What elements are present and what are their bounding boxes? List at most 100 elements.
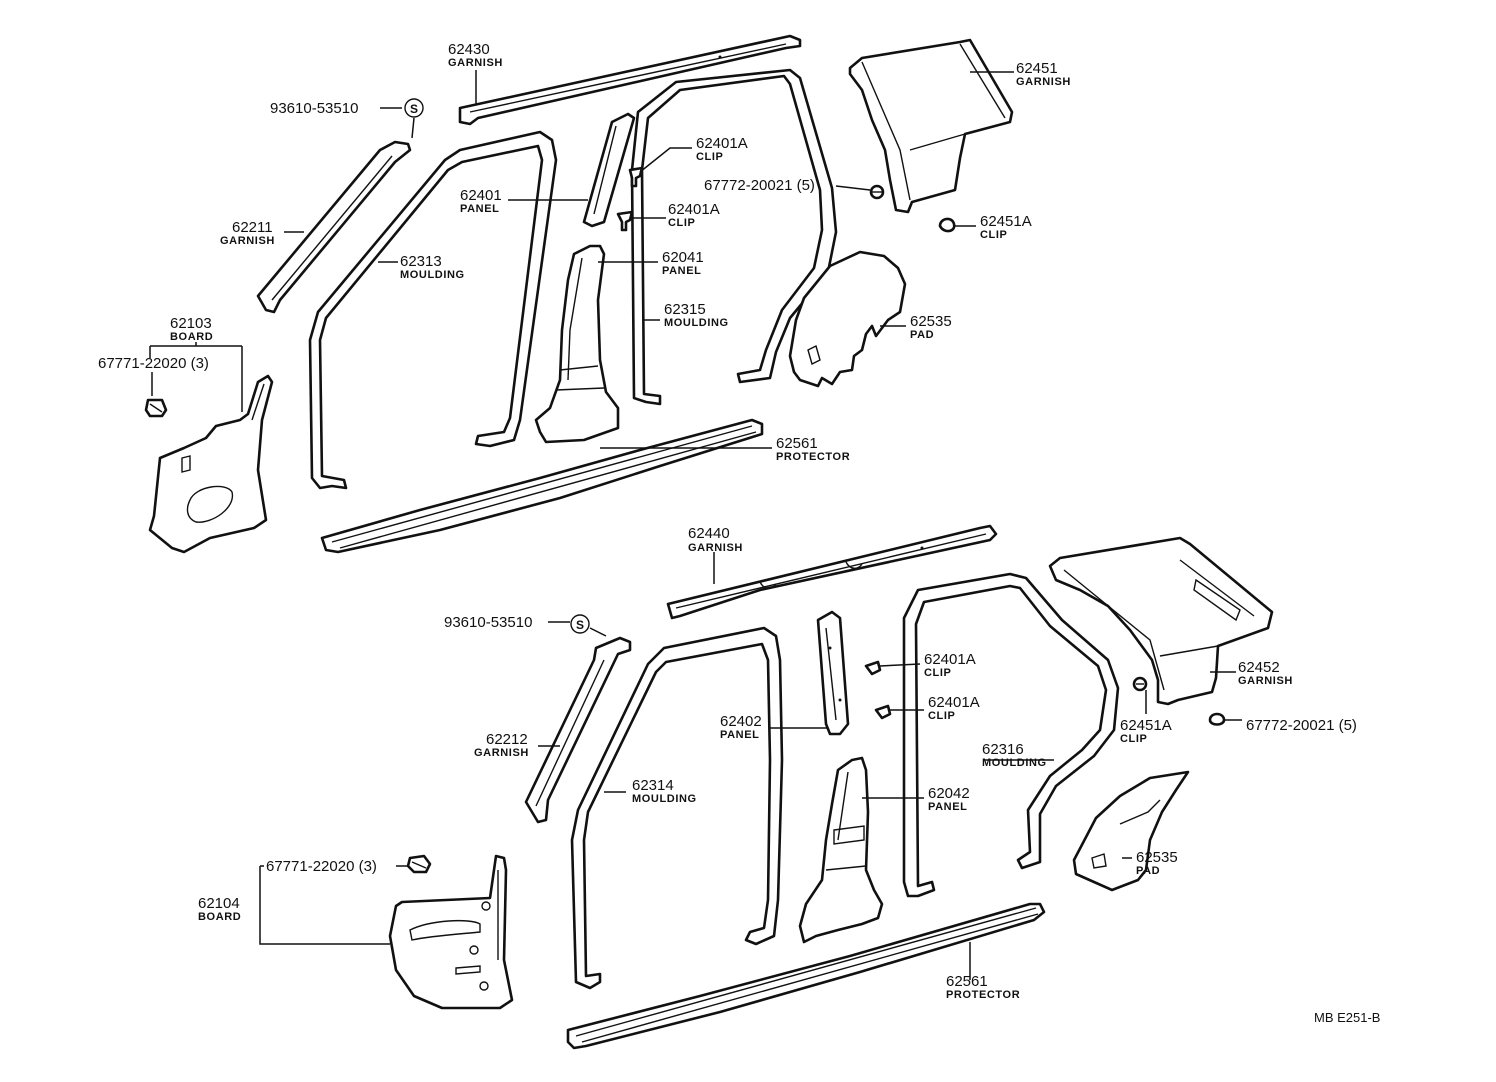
clip-62401A-lower-2-icon: [874, 704, 892, 720]
part-62535-pad: [788, 250, 907, 388]
callout-62451A-upper-number: 62451A: [980, 213, 1032, 230]
part-62451-garnish: [848, 38, 1014, 214]
callout-62401A-upper-2-name: CLIP: [668, 217, 695, 229]
callout-62402-number: 62402: [720, 713, 762, 730]
part-62041-panel: [534, 244, 620, 444]
callout-62103: 62103 BOARD: [170, 315, 213, 343]
part-62104-board: [388, 854, 514, 1010]
callout-62103-number: 62103: [170, 315, 212, 332]
callout-62401-name: PANEL: [460, 203, 499, 215]
screw-67772-lower-icon: [1208, 712, 1226, 726]
part-62211-garnish: [256, 140, 412, 314]
callout-93610-lower: 93610-53510: [444, 614, 532, 631]
screw-67771-lower-icon: [406, 854, 432, 874]
clip-62401A-upper-1-icon: [628, 166, 644, 188]
callout-62041-name: PANEL: [662, 265, 701, 277]
callout-93610-upper-number: 93610-53510: [270, 100, 358, 117]
callout-67771-lower-number: 67771-22020 (3): [266, 858, 377, 875]
callout-62104: 62104 BOARD: [198, 895, 241, 923]
part-62401-panel: [582, 112, 636, 228]
callout-67772-upper-number: 67772-20021 (5): [704, 177, 815, 194]
callout-62402: 62402 PANEL: [720, 713, 762, 741]
screw-67772-upper-icon: [869, 184, 885, 200]
part-62042-panel: [798, 756, 884, 944]
part-62440-garnish: [666, 524, 998, 620]
callout-62561-upper: 62561 PROTECTOR: [776, 435, 850, 463]
callout-62451A-upper-name: CLIP: [980, 229, 1007, 241]
s-mark-lower-label: S: [576, 618, 584, 632]
callout-62452-number: 62452: [1238, 659, 1280, 676]
callout-62535-upper: 62535 PAD: [910, 313, 952, 341]
callout-62315: 62315 MOULDING: [664, 301, 729, 329]
callout-62212-number: 62212: [486, 731, 528, 748]
clip-62451A-upper-icon: [938, 217, 956, 233]
callout-62402-name: PANEL: [720, 729, 759, 741]
callout-62401-number: 62401: [460, 187, 502, 204]
callout-62440-name: GARNISH: [688, 542, 743, 554]
callout-93610-lower-number: 93610-53510: [444, 614, 532, 631]
callout-62314-number: 62314: [632, 777, 674, 794]
callout-62401: 62401 PANEL: [460, 187, 502, 215]
callout-62316-number: 62316: [982, 741, 1024, 758]
part-62316-moulding: [902, 572, 1120, 898]
callout-62313-name: MOULDING: [400, 269, 465, 281]
part-62535-pad-lower: [1072, 770, 1190, 892]
callout-62401A-lower-2: 62401A CLIP: [928, 694, 980, 722]
part-62315-moulding: [630, 68, 838, 406]
part-62313-moulding: [308, 130, 558, 490]
callout-62535-lower-name: PAD: [1136, 865, 1160, 877]
callout-62430: 62430 GARNISH: [448, 41, 502, 69]
callout-62451-name: GARNISH: [1016, 76, 1071, 88]
callout-67771-upper: 67771-22020 (3): [98, 355, 209, 372]
callout-62313: 62313 MOULDING: [400, 253, 465, 281]
callout-62535-lower: 62535 PAD: [1136, 849, 1178, 877]
callout-62401A-lower-2-number: 62401A: [928, 694, 980, 711]
callout-62316: 62316 MOULDING: [982, 741, 1047, 769]
callout-67771-upper-number: 67771-22020 (3): [98, 355, 209, 372]
part-62452-garnish: [1048, 536, 1274, 706]
screw-67771-upper-icon: [144, 398, 168, 418]
callout-62211: 62211 GARNISH: [220, 219, 274, 247]
clip-62451A-lower-icon: [1132, 676, 1148, 692]
callout-62451A-lower-number: 62451A: [1120, 717, 1172, 734]
callout-62042: 62042 PANEL: [928, 785, 970, 813]
callout-62212-name: GARNISH: [474, 747, 529, 759]
callout-62042-name: PANEL: [928, 801, 967, 813]
callout-62561-upper-number: 62561: [776, 435, 818, 452]
callout-62314-name: MOULDING: [632, 793, 697, 805]
callout-62103-name: BOARD: [170, 331, 213, 343]
callout-62104-number: 62104: [198, 895, 240, 912]
callout-62041: 62041 PANEL: [662, 249, 704, 277]
part-62103-board: [148, 374, 274, 554]
callout-62451A-lower: 62451A CLIP: [1120, 717, 1172, 745]
callout-62561-upper-name: PROTECTOR: [776, 451, 850, 463]
callout-93610-upper: 93610-53510: [270, 100, 358, 117]
callout-62561-lower-number: 62561: [946, 973, 988, 990]
s-mark-upper-label: S: [410, 102, 418, 116]
callout-62313-number: 62313: [400, 253, 442, 270]
callout-62315-name: MOULDING: [664, 317, 729, 329]
callout-62211-number: 62211: [232, 219, 273, 236]
callout-62401A-upper-1-name: CLIP: [696, 151, 723, 163]
callout-62451-number: 62451: [1016, 60, 1058, 77]
callout-67771-lower: 67771-22020 (3): [266, 858, 377, 875]
callout-62561-lower: 62561 PROTECTOR: [946, 973, 1020, 1001]
s-mark-lower-icon: S: [570, 614, 590, 634]
part-62430-garnish: [458, 34, 802, 126]
callout-62104-name: BOARD: [198, 911, 241, 923]
part-62561-protector-upper: [320, 418, 764, 554]
callout-62042-number: 62042: [928, 785, 970, 802]
leaders-upper: [149, 70, 1014, 449]
part-62314-moulding: [570, 626, 784, 990]
callout-62401A-upper-1-number: 62401A: [696, 135, 748, 152]
clip-62401A-upper-2-icon: [616, 210, 634, 232]
callout-62451: 62451 GARNISH: [1016, 60, 1071, 88]
figure-reference: MB E251-B: [1314, 1010, 1380, 1025]
callout-62401A-lower-2-name: CLIP: [928, 710, 955, 722]
callout-62451A-upper: 62451A CLIP: [980, 213, 1032, 241]
callout-62430-number: 62430: [448, 41, 490, 58]
callout-62535-upper-name: PAD: [910, 329, 934, 341]
callout-62452: 62452 GARNISH: [1238, 659, 1292, 687]
callout-62316-name: MOULDING: [982, 757, 1047, 769]
